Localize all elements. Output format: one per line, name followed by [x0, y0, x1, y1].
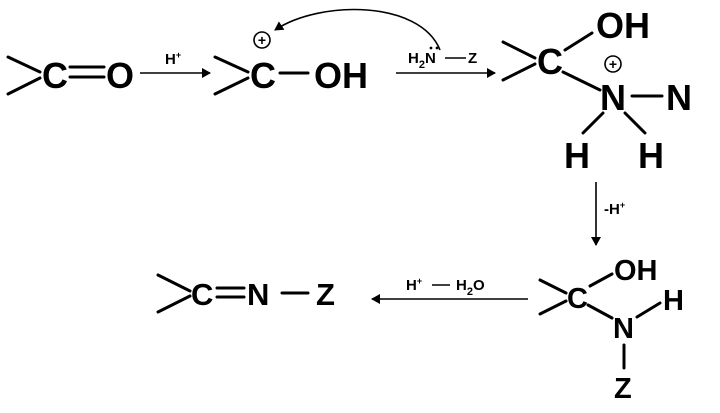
imine-structure: C N Z	[156, 273, 335, 314]
reagent-minus-h-plus: -H+	[604, 200, 625, 218]
step-amine-addition: H2N Z	[396, 46, 496, 78]
reagent-z: Z	[468, 50, 477, 67]
hydroxyl-group: OH	[596, 5, 650, 46]
lone-pair-dot-2	[435, 46, 439, 50]
substituent-label: Z	[614, 373, 632, 405]
alkyl-bond-upper	[156, 273, 192, 293]
c-oh-bond	[588, 272, 614, 288]
positive-charge-sign: +	[609, 56, 617, 72]
n-h-bond	[635, 301, 662, 319]
carbon-atom: C	[191, 277, 213, 312]
carbon-atom: C	[567, 283, 588, 315]
carbon-atom: C	[537, 41, 563, 82]
step-dehydration: H+ H2O	[371, 276, 528, 304]
alkyl-bond-lower	[156, 294, 192, 314]
carbocation-atom: C	[250, 55, 276, 96]
lone-pair-dot-1	[429, 46, 433, 50]
imine-nitrogen: N	[247, 277, 269, 312]
carbon-atom: C	[42, 55, 68, 96]
hydroxyl-group: OH	[314, 55, 368, 96]
c-n-bond	[586, 303, 614, 320]
positive-charge-icon	[253, 31, 271, 49]
hydrogen-atom-left: H	[564, 135, 590, 176]
n-h-bond-left	[581, 111, 605, 135]
n-h-bond-right	[623, 111, 647, 135]
reagent-h-plus: H+	[406, 276, 422, 294]
protonated-carbonyl-structure: C + OH	[213, 31, 368, 96]
c-oh-bond	[563, 31, 594, 52]
alkyl-bond-upper	[213, 55, 250, 74]
hydrogen-atom-right: H	[638, 135, 664, 176]
alkyl-bond-lower	[501, 62, 537, 82]
hydroxyl-group: OH	[614, 255, 658, 287]
substituent-label: Z	[316, 277, 335, 312]
hydrogen-atom: H	[663, 285, 684, 317]
carbonyl-structure: C O	[6, 55, 134, 96]
reagent-amine: H2N	[408, 50, 436, 71]
c-n-bond	[561, 70, 602, 92]
alkyl-bond-upper	[538, 278, 568, 295]
positive-charge-icon	[604, 55, 622, 73]
alkyl-bond-lower	[538, 299, 568, 316]
step-deprotonation: -H+	[591, 182, 625, 246]
curved-attack-arrow	[274, 8, 441, 51]
amine-nitrogen: N	[613, 313, 634, 345]
step-protonation: H+	[140, 50, 211, 78]
alkyl-bond-lower	[6, 76, 42, 96]
reagent-h-plus: H+	[165, 50, 181, 68]
positive-charge-sign: +	[258, 32, 266, 48]
ammonium-nitrogen: N	[600, 77, 626, 118]
substituent-label: N	[666, 77, 692, 118]
alkyl-bond-upper	[501, 40, 537, 60]
reagent-water: H2O	[456, 277, 485, 298]
carbinolamine-structure: C OH N H Z	[538, 255, 684, 405]
alkyl-bond-lower	[213, 76, 250, 96]
alkyl-bond-upper	[6, 55, 42, 74]
ammonium-adduct-structure: C OH + N N H H	[501, 5, 692, 176]
oxygen-atom: O	[106, 55, 134, 96]
